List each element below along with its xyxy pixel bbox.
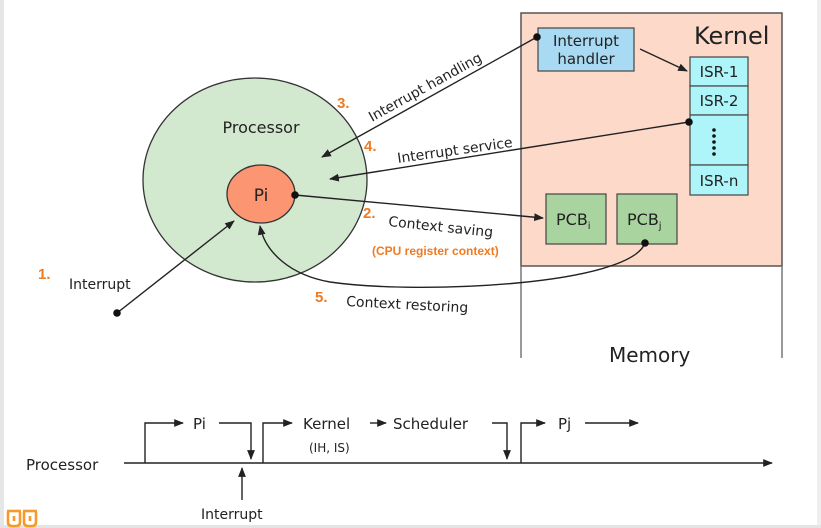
processor-node: Processor Pi bbox=[142, 77, 368, 283]
memory-block: Kernel Memory Interrupt handler ISR-1 IS… bbox=[520, 12, 783, 367]
timeline-interrupt-label: Interrupt bbox=[201, 507, 263, 523]
isr-n-label: ISR-n bbox=[700, 172, 739, 190]
process-pi-label: Pi bbox=[254, 186, 269, 206]
timeline: Processor Pi Kernel (IH, IS) Scheduler P… bbox=[26, 415, 773, 523]
step-5-number: 5. bbox=[315, 289, 328, 306]
isr-row bbox=[689, 56, 749, 87]
step-5-label: Context restoring bbox=[346, 294, 469, 316]
isr-row bbox=[689, 164, 749, 196]
interrupt-handler-line2: handler bbox=[557, 50, 615, 68]
arrow-interrupt bbox=[113, 220, 235, 317]
arrow-context-restoring bbox=[257, 225, 649, 289]
pcb-i-box: PCBi bbox=[545, 193, 607, 245]
pcb-j-box: PCBj bbox=[616, 193, 678, 245]
segment-pj-start-arrow bbox=[520, 419, 546, 463]
kernel-label: Kernel bbox=[694, 22, 769, 50]
segment-kernel-sub: (IH, IS) bbox=[309, 441, 350, 455]
memory-label: Memory bbox=[609, 343, 691, 367]
frame-left-border bbox=[0, 0, 4, 528]
segment-scheduler-end-arrow bbox=[492, 422, 511, 460]
step-4-label: Interrupt service bbox=[396, 135, 513, 167]
interrupt-handler-box: Interrupt handler bbox=[537, 27, 635, 72]
pcb-j-subscript: j bbox=[658, 221, 662, 232]
pcb-i-label: PCB bbox=[556, 210, 588, 229]
frame-bottom-border bbox=[0, 525, 821, 528]
arrow-interrupt-service bbox=[329, 118, 693, 182]
segment-pi-label: Pi bbox=[193, 415, 206, 433]
step-3-label: Interrupt handling bbox=[366, 50, 485, 125]
logo-icon bbox=[6, 509, 38, 528]
step-4-number: 4. bbox=[364, 138, 377, 155]
segment-scheduler-label: Scheduler bbox=[393, 415, 469, 433]
segment-pj-label: Pj bbox=[558, 415, 571, 433]
step-2-note: (CPU register context) bbox=[372, 244, 499, 258]
step-2-number: 2. bbox=[363, 205, 376, 222]
step-2-label: Context saving bbox=[388, 214, 494, 241]
timeline-axis-label: Processor bbox=[26, 456, 99, 474]
pcb-i-subscript: i bbox=[588, 221, 591, 232]
isr-2-label: ISR-2 bbox=[700, 92, 739, 110]
isr-table: ISR-1 ISR-2 ISR-n bbox=[689, 56, 749, 196]
arrow-handler-to-isr bbox=[639, 48, 688, 72]
processor-label: Processor bbox=[222, 118, 299, 137]
svg-text:PCBj: PCBj bbox=[627, 210, 662, 232]
segment-kernel-start-arrow bbox=[262, 419, 293, 463]
svg-text:PCBi: PCBi bbox=[556, 210, 591, 232]
segment-pi-start-arrow bbox=[144, 419, 184, 463]
isr-ellipsis bbox=[712, 128, 716, 156]
step-1-label: Interrupt bbox=[69, 277, 131, 293]
flow-arrows bbox=[113, 33, 693, 317]
segment-kernel-label: Kernel bbox=[303, 415, 350, 433]
step-3-number: 3. bbox=[337, 95, 350, 112]
frame-right-border bbox=[817, 0, 821, 528]
isr-1-label: ISR-1 bbox=[700, 63, 739, 81]
isr-row bbox=[689, 114, 749, 166]
arrow-context-saving bbox=[291, 191, 544, 222]
step-1-number: 1. bbox=[38, 266, 51, 283]
interrupt-handler-line1: Interrupt bbox=[553, 32, 619, 50]
segment-pi-end-arrow bbox=[219, 422, 255, 460]
pcb-j-label: PCB bbox=[627, 210, 659, 229]
